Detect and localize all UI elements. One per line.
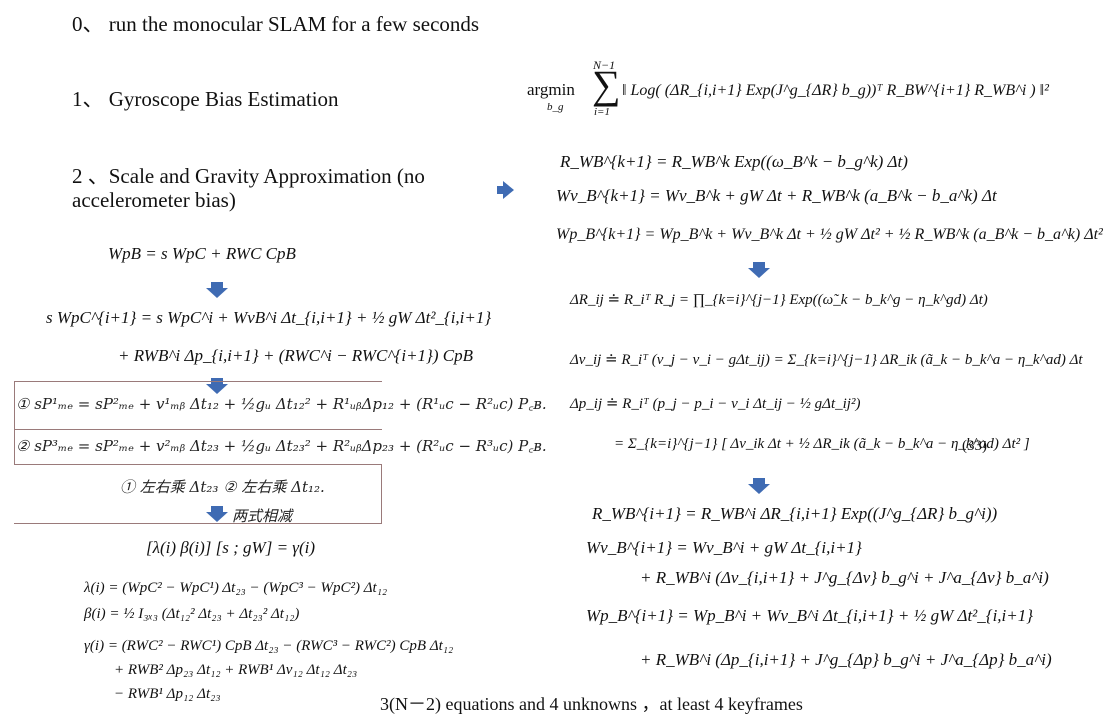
beta-definition: β(i) = ½ I₃ₓ₃ (Δt₁₂² Δt₂₃ + Δt₂₃² Δt₁₂) [84, 606, 300, 622]
arrow-down-icon [206, 378, 228, 394]
velocity-update: Wv_B^{k+1} = Wv_B^k + gW Δt + R_WB^k (a_… [556, 186, 997, 205]
step-1-heading: 1、 Gyroscope Bias Estimation [72, 87, 339, 111]
footer-note: 3(N－2) equations and 4 unknowns ，at leas… [380, 694, 803, 714]
hand-box-bottom-line [14, 523, 382, 524]
position-expanded-line-1: s WpC^{i+1} = s WpC^i + WvB^i Δt_{i,i+1}… [46, 308, 492, 327]
handwritten-equation-1: ① sP¹ₘₑ = sP²ₘₑ + v¹ₘᵦ Δt₁₂ + ½gᵤ Δt₁₂² … [16, 395, 547, 413]
sum-upper-limit: N−1 [593, 58, 616, 72]
handwritten-equation-2: ② sP³ₘₑ = sP²ₘₑ + v²ₘᵦ Δt₂₃ + ½gᵤ Δt₂₃² … [16, 437, 547, 455]
rotation-update: R_WB^{k+1} = R_WB^k Exp((ω_B^k − b_g^k) … [560, 152, 908, 171]
hand-box-right-line [381, 464, 382, 523]
bias-corrected-position-line-2: + R_WB^i (Δp_{i,i+1} + J^g_{Δp} b_g^i + … [640, 650, 1052, 669]
argmin-body: ‖ Log( (ΔR_{i,i+1} Exp(J^g_{ΔR} b_g))ᵀ R… [622, 82, 1049, 99]
arrow-down-icon [748, 478, 770, 494]
equation-number: (33) [962, 438, 987, 454]
arrow-down-icon [748, 262, 770, 278]
handwritten-note-subtract: 两式相减 [232, 507, 293, 525]
arrow-down-icon [206, 506, 228, 522]
sum-symbol: ∑ [592, 62, 621, 107]
position-update: Wp_B^{k+1} = Wp_B^k + Wv_B^k Δt + ½ gW Δ… [556, 226, 1103, 243]
arrow-right-icon [497, 181, 514, 199]
hand-box-middle-line [14, 429, 382, 430]
arrow-down-icon [206, 282, 228, 298]
bias-corrected-rotation: R_WB^{i+1} = R_WB^i ΔR_{i,i+1} Exp((J^g_… [592, 504, 998, 523]
bias-corrected-position-line-1: Wp_B^{i+1} = Wp_B^i + Wv_B^i Δt_{i,i+1} … [586, 606, 1034, 625]
lambda-definition: λ(i) = (WpC² − WpC¹) Δt₂₃ − (WpC³ − WpC²… [84, 580, 388, 596]
gamma-definition-line-1: γ(i) = (RWC² − RWC¹) CpB Δt₂₃ − (RWC³ − … [84, 638, 454, 654]
gamma-definition-line-2: + RWB² Δp₂₃ Δt₁₂ + RWB¹ Δv₁₂ Δt₁₂ Δt₂₃ [114, 662, 358, 678]
preintegrated-position-line-2: = Σ_{k=i}^{j−1} [ Δv_ik Δt + ½ ΔR_ik (ã_… [614, 436, 1030, 452]
bias-corrected-velocity-line-2: + R_WB^i (Δv_{i,i+1} + J^g_{Δv} b_g^i + … [640, 568, 1049, 587]
hand-box-left-line [14, 381, 15, 464]
hand-box-lower-line [14, 464, 382, 465]
matrix-system: [λ(i) β(i)] [s ; gW] = γ(i) [146, 538, 316, 557]
gamma-definition-line-3: − RWB¹ Δp₁₂ Δt₂₃ [114, 686, 221, 702]
preintegrated-position-line-1: Δp_ij ≐ R_iᵀ (p_j − p_i − v_i Δt_ij − ½ … [570, 396, 861, 412]
preintegrated-rotation: ΔR_ij ≐ R_iᵀ R_j = ∏_{k=i}^{j−1} Exp((ω̃… [570, 292, 988, 308]
sum-lower-limit: i=1 [594, 106, 610, 118]
position-expanded-line-2: + RWB^i Δp_{i,i+1} + (RWC^i − RWC^{i+1})… [118, 346, 473, 365]
argmin-subscript: b_g [547, 101, 564, 113]
step-2-heading: 2 、Scale and Gravity Approximation (no a… [72, 164, 425, 212]
handwritten-note-multiply: ① 左右乘 Δt₂₃ ② 左右乘 Δt₁₂. [120, 478, 325, 496]
step-0-heading: 0、 run the monocular SLAM for a few seco… [72, 12, 480, 36]
bias-corrected-velocity-line-1: Wv_B^{i+1} = Wv_B^i + gW Δt_{i,i+1} [586, 538, 862, 557]
argmin-operator: argmin [527, 80, 575, 99]
relation-equation: WpB = s WpC + RWC CpB [108, 244, 296, 263]
preintegrated-velocity: Δv_ij ≐ R_iᵀ (v_j − v_i − gΔt_ij) = Σ_{k… [570, 352, 1083, 368]
hand-box-top-line [14, 381, 382, 382]
